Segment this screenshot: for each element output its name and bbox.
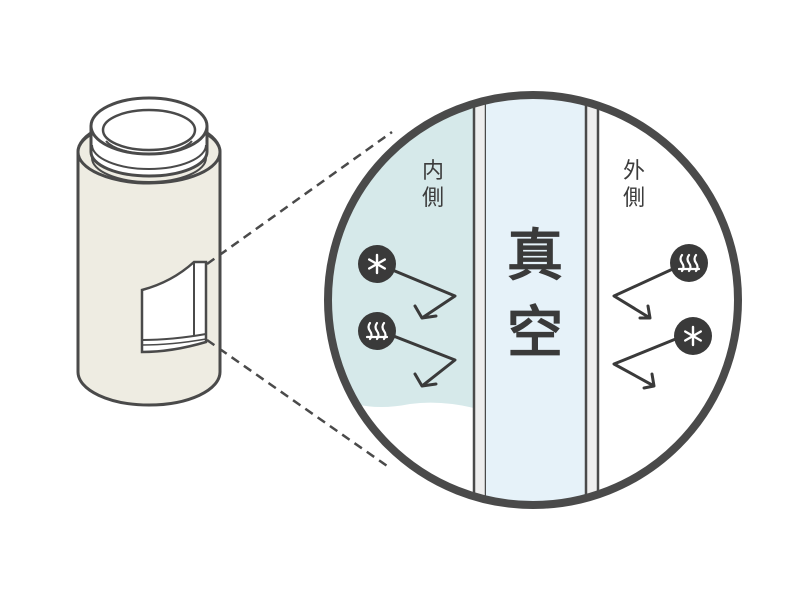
outer-label-char-2: 側 xyxy=(623,186,645,211)
heat-waves-icon xyxy=(358,312,396,350)
vacuum-label-char-2: 空 xyxy=(507,301,563,366)
snowflake-icon xyxy=(358,245,396,283)
bottle-mouth-inner xyxy=(101,108,197,152)
inner-label-char-1: 内 xyxy=(422,159,444,184)
outer-side-label: 外 側 xyxy=(623,159,645,211)
zoom-connector-top xyxy=(206,130,393,266)
bottle-illustration xyxy=(76,96,222,407)
inner-side-region xyxy=(328,95,474,408)
inner-wall xyxy=(472,95,488,505)
vacuum-layer xyxy=(486,95,586,505)
inner-side-label: 内 側 xyxy=(422,159,444,211)
heat-waves-icon xyxy=(670,244,708,282)
inner-cold-arrow xyxy=(377,262,457,320)
outer-cold-arrow xyxy=(612,332,689,390)
zoom-connector-bottom xyxy=(206,338,391,470)
vacuum-label-char-1: 真 xyxy=(507,224,563,289)
outer-heat-arrow xyxy=(612,260,689,320)
bottle-cutaway-window xyxy=(140,260,208,354)
inner-heat-arrow xyxy=(377,328,457,388)
outer-label-char-1: 外 xyxy=(623,159,645,184)
snowflake-icon xyxy=(674,317,712,355)
magnifier-lens-ring xyxy=(324,91,742,509)
vacuum-label: 真 空 xyxy=(507,224,563,366)
inner-label-char-2: 側 xyxy=(422,186,444,211)
outer-wall xyxy=(584,95,600,505)
